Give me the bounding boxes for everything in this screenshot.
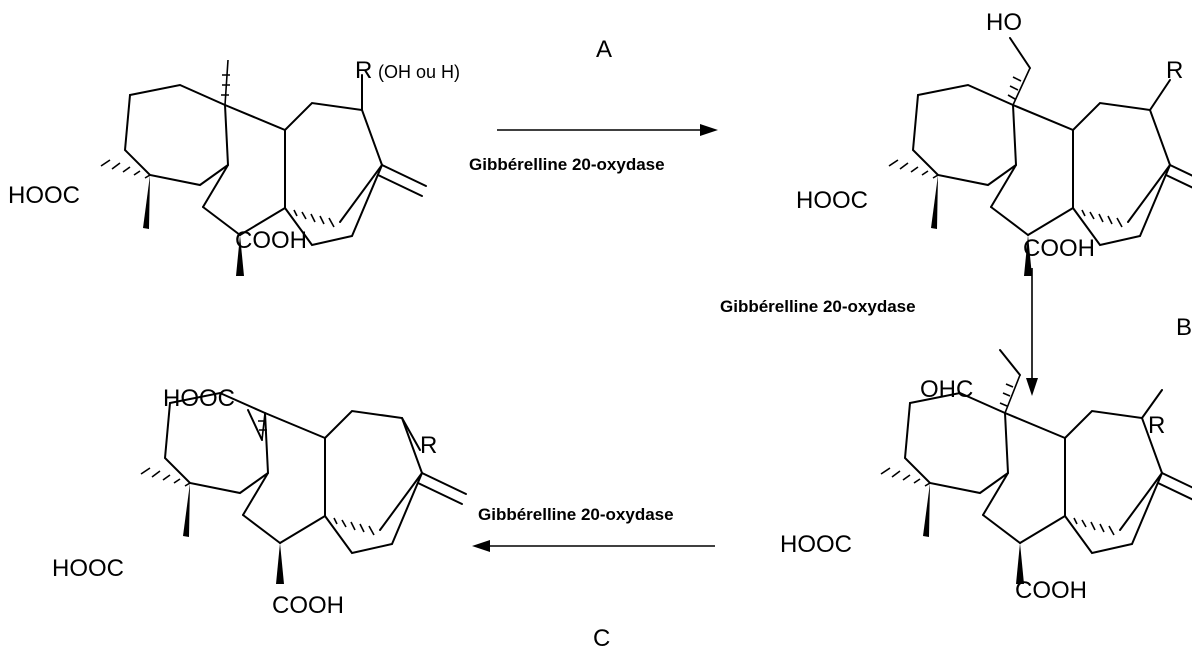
substrate-r-note: (OH ou H) [378, 62, 460, 82]
molecule-substrate: R (OH ou H) HOOC COOH [8, 57, 460, 277]
substrate-ring-acid-label: HOOC [8, 182, 80, 209]
step-c-letter: C [593, 625, 610, 650]
step-b-letter: B [1176, 314, 1192, 341]
aldehyde-r-group: R [1148, 412, 1165, 439]
hashed-ch2-bond-acid [258, 412, 267, 441]
molecule-acid: HOOC R HOOC COOH [52, 385, 467, 619]
alcohol-r-bond [1149, 79, 1171, 111]
step-b-enzyme: Gibbérelline 20-oxydase [720, 297, 916, 316]
step-b: Gibbérelline 20-oxydase B [720, 268, 1192, 396]
substrate-r-group: R [355, 57, 372, 84]
aldehyde-ring-acid-label: HOOC [780, 531, 852, 558]
arrowhead-left [472, 540, 490, 552]
aldehyde-cho-label: OHC [920, 376, 973, 403]
aldehyde-lactone-acid-label: COOH [1015, 577, 1087, 604]
alcohol-r-group: R [1166, 57, 1183, 84]
arrowhead-down [1026, 378, 1038, 396]
ch2-cho-bond [999, 349, 1021, 376]
alcohol-ring-acid-label: HOOC [796, 187, 868, 214]
molecule-aldehyde: OHC R HOOC COOH [780, 349, 1192, 604]
ch2-cooh-bond [247, 409, 263, 441]
step-a-letter: A [596, 36, 612, 63]
step-a: A Gibbérelline 20-oxydase [469, 36, 718, 174]
alcohol-oh-label: HO [986, 9, 1022, 36]
acid-ring-acid-label: HOOC [52, 555, 124, 582]
step-c: Gibbérelline 20-oxydase C [472, 505, 715, 650]
aldehyde-r-bond [1141, 389, 1163, 419]
hashed-methyl-bond [221, 59, 230, 106]
acid-top-cooh-label: HOOC [163, 385, 235, 412]
acid-r-group: R [420, 432, 437, 459]
step-c-enzyme: Gibbérelline 20-oxydase [478, 505, 674, 524]
arrowhead-right [700, 124, 718, 136]
alcohol-lactone-acid-label: COOH [1023, 235, 1095, 262]
hashed-ch2-bond [1007, 67, 1031, 106]
acid-r-bond [401, 417, 421, 451]
molecule-alcohol: HO R HOOC COOH [796, 9, 1192, 277]
hashed-ch2-bond-aldehyde [999, 374, 1021, 414]
acid-lactone-acid-label: COOH [272, 592, 344, 619]
step-a-enzyme: Gibbérelline 20-oxydase [469, 155, 665, 174]
ch2-oh-bond [1009, 37, 1031, 69]
substrate-lactone-acid-label: COOH [235, 227, 307, 254]
